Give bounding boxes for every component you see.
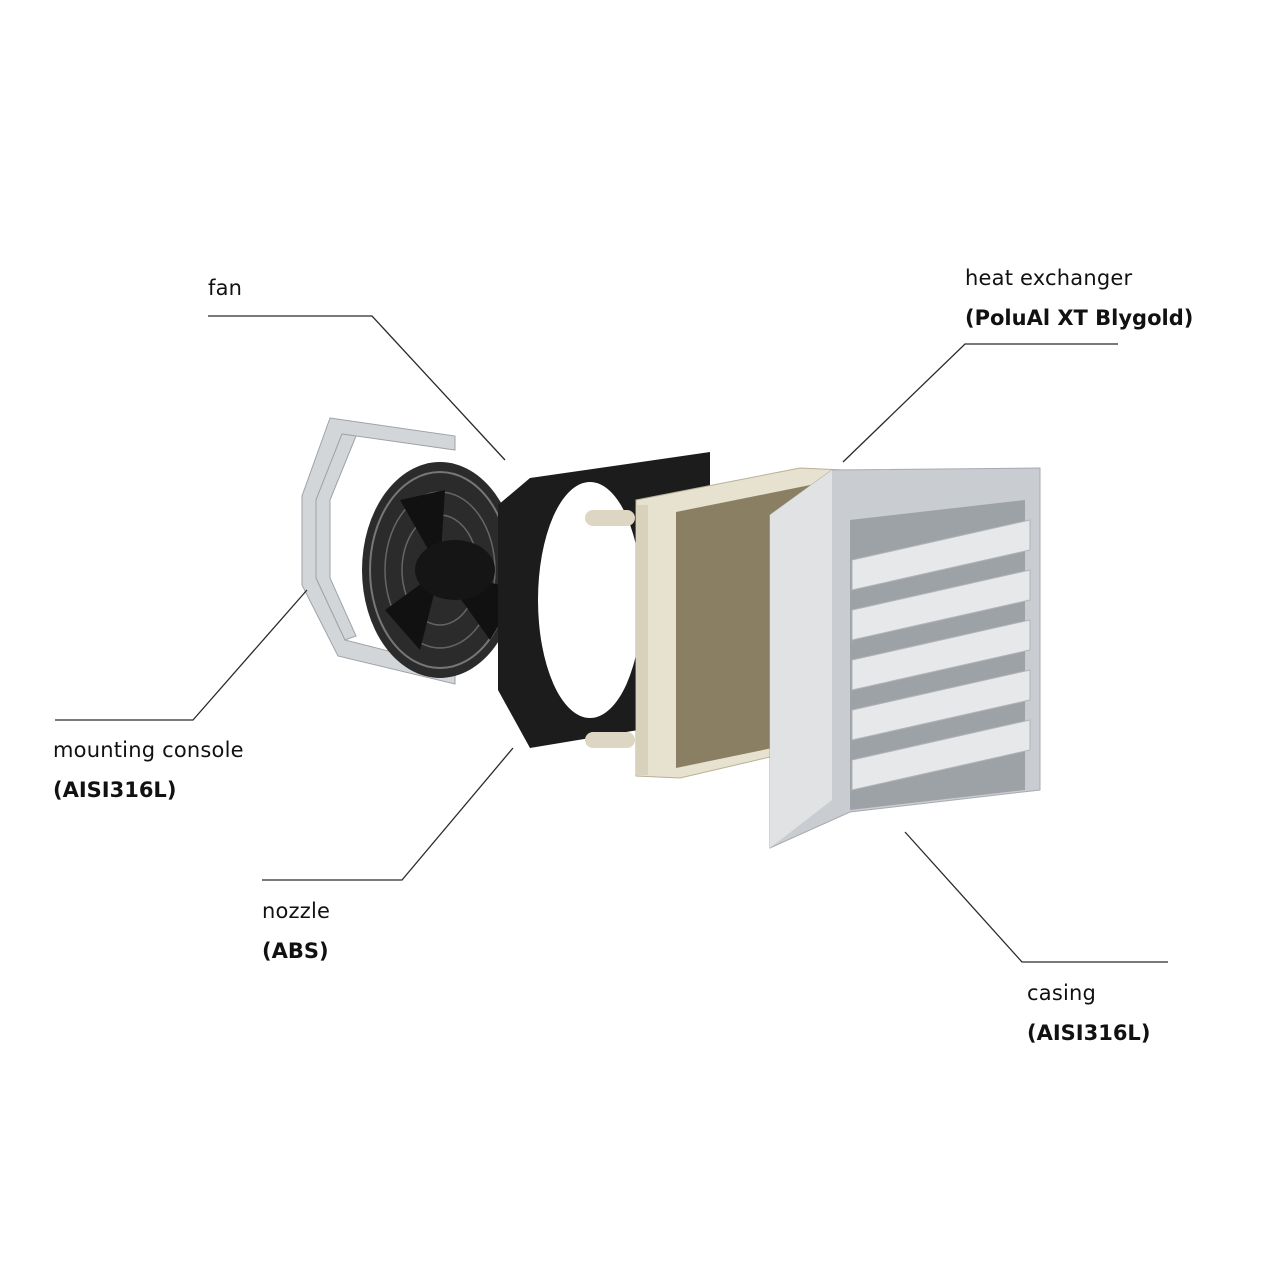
leader-lines (55, 315, 1168, 963)
nozzle-material: (ABS) (262, 939, 329, 963)
heat-exchanger-material: (PoluAl XT Blygold) (965, 306, 1194, 330)
fan-part (362, 462, 520, 678)
fan-label: fan (208, 276, 243, 300)
mounting-console-label: mounting console (53, 738, 244, 762)
fan-leader-line (208, 315, 506, 461)
mounting-console-leader-line (55, 589, 308, 721)
nozzle-leader-line (262, 747, 514, 881)
heat-exchanger-leader-line (842, 343, 1118, 463)
casing-leader-line (904, 831, 1168, 963)
casing-material: (AISI316L) (1027, 1021, 1151, 1045)
heat-exchanger-label: heat exchanger (965, 266, 1133, 290)
casing-label: casing (1027, 981, 1097, 1005)
mounting-console-part (301, 417, 456, 685)
nozzle-label: nozzle (262, 899, 331, 923)
mounting-console-material: (AISI316L) (53, 778, 177, 802)
casing-part (769, 467, 1041, 849)
